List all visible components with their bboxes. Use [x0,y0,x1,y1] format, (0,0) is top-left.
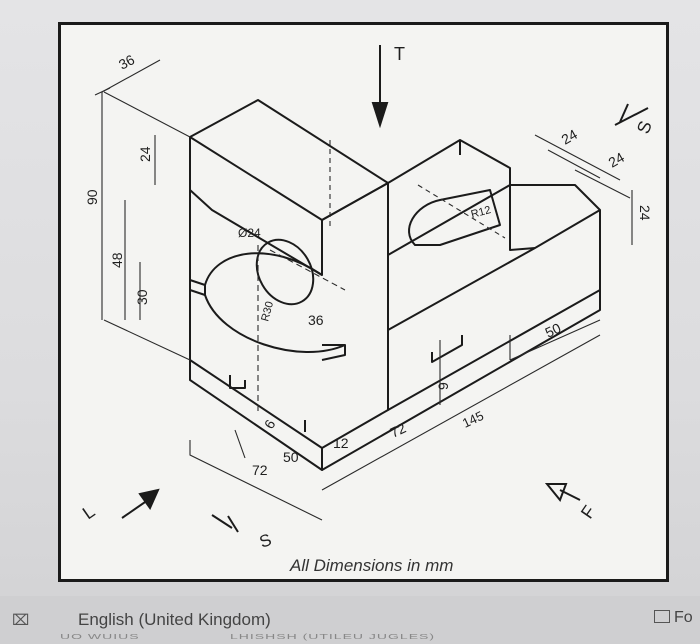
upright-front-face [189,137,323,276]
base-slot [229,375,246,389]
status-bar [0,596,700,644]
dim-50-bottom: 50 [283,449,299,465]
base-front-face [189,360,323,471]
dim-72-bottom: 72 [252,462,268,478]
caption: All Dimensions in mm [290,556,454,575]
rear-block-top [387,139,511,256]
cradle-ledge [189,279,206,296]
dim-24-top1: 24 [559,126,581,148]
dim-48: 48 [109,252,125,268]
dim-r30: R30 [259,300,276,323]
focus-icon [654,610,670,623]
dim-24-top2: 24 [606,149,628,171]
view-label-side-bottom: S [257,530,274,552]
upright-top-face [189,99,389,221]
cradle-ledge-right [321,344,346,361]
upright-hole [255,238,315,306]
dim-90: 90 [84,189,100,205]
left-view-arrow-icon [138,488,160,511]
dim-72-right: 72 [388,420,409,441]
view-label-left: L [79,501,99,523]
base-notch [431,335,463,363]
dim-50-right: 50 [543,320,564,341]
dim-24-right: 24 [637,205,653,221]
dim-30: 30 [134,289,150,305]
focus-label: Fo [674,609,693,626]
upright-right-face [321,182,389,449]
dim-9: 9 [435,382,451,390]
view-label-top: T [394,44,405,64]
language-indicator[interactable]: English (United Kingdom) [78,610,271,629]
dim-24-left: 24 [137,146,153,162]
dim-12: 12 [333,435,349,451]
top-view-arrow-icon [371,102,389,129]
cradle-arc [204,252,323,286]
focus-button[interactable]: Fo [654,609,693,627]
proofing-icon[interactable]: ⌧ [12,612,30,629]
isometric-drawing: T S S L F 36 90 48 30 24 24 24 24 Ø24 R3… [79,44,656,552]
cradle-arc-lower [204,294,346,353]
rear-block-mid [510,184,601,211]
dim-36-hole: 36 [308,312,324,328]
view-label-front: F [577,502,600,522]
drawing-frame [58,22,669,582]
base-top-face [387,209,601,411]
language-cut: LHISHSH (UTILEU JUGLES) [230,632,436,641]
rear-block-right [509,185,536,251]
base-bottom-edge [321,290,601,471]
slot-shape [408,189,501,246]
word-count-cut: UO WUIUS [60,632,140,641]
view-arrows [121,45,649,533]
view-label-side-top: S [633,118,656,136]
dim-phi24: Ø24 [238,226,261,240]
dim-36: 36 [116,51,137,73]
dim-r12: R12 [470,204,493,221]
front-view-arrow-icon [544,483,568,502]
